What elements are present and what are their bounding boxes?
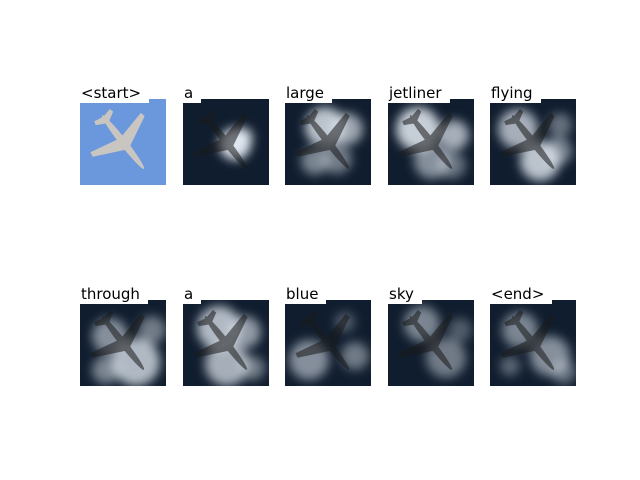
word-caption: flying [490, 83, 541, 103]
attention-map [183, 99, 269, 185]
airplane-shadow [398, 109, 453, 169]
attention-map-image [183, 300, 269, 386]
attention-map-image [490, 99, 576, 185]
attention-glow [498, 109, 572, 181]
attention-map-image [183, 99, 269, 185]
word-caption: <start> [80, 83, 150, 103]
airplane-photo-image [80, 99, 166, 185]
attention-panel: blue [285, 284, 371, 386]
attention-panel: flying [490, 83, 576, 185]
airplane-shadow [193, 109, 248, 169]
attention-panel: <end> [490, 284, 576, 386]
attention-panel: a [183, 83, 269, 185]
word-caption: a [183, 284, 202, 304]
airplane-shadow [295, 310, 350, 370]
word-caption: through [80, 284, 148, 304]
attention-map [183, 300, 269, 386]
attention-map-image [285, 300, 371, 386]
attention-map [285, 300, 371, 386]
airplane-silhouette [90, 109, 145, 169]
attention-map [388, 300, 474, 386]
word-caption: jetliner [388, 83, 450, 103]
attention-map-image [490, 300, 576, 386]
word-caption: <end> [490, 284, 553, 304]
word-caption: a [183, 83, 202, 103]
attention-panel: a [183, 284, 269, 386]
airplane-shadow [500, 310, 555, 370]
attention-map [80, 300, 166, 386]
attention-panel: sky [388, 284, 474, 386]
attention-map-image [80, 300, 166, 386]
attention-panel: jetliner [388, 83, 474, 185]
attention-map [490, 300, 576, 386]
attention-map [490, 99, 576, 185]
airplane-photo [80, 99, 166, 185]
word-caption: sky [388, 284, 422, 304]
attention-map-image [285, 99, 371, 185]
attention-panel: through [80, 284, 166, 386]
attention-map-image [388, 300, 474, 386]
word-caption: large [285, 83, 333, 103]
word-caption: blue [285, 284, 327, 304]
airplane-shadow [193, 310, 248, 370]
attention-panel: large [285, 83, 371, 185]
panel-start: <start> [80, 83, 166, 185]
airplane-shadow [295, 109, 350, 169]
attention-map [285, 99, 371, 185]
attention-map [388, 99, 474, 185]
airplane-shadow [398, 310, 453, 370]
attention-map-image [388, 99, 474, 185]
airplane-shadow [500, 109, 555, 169]
airplane-shadow [90, 310, 145, 370]
